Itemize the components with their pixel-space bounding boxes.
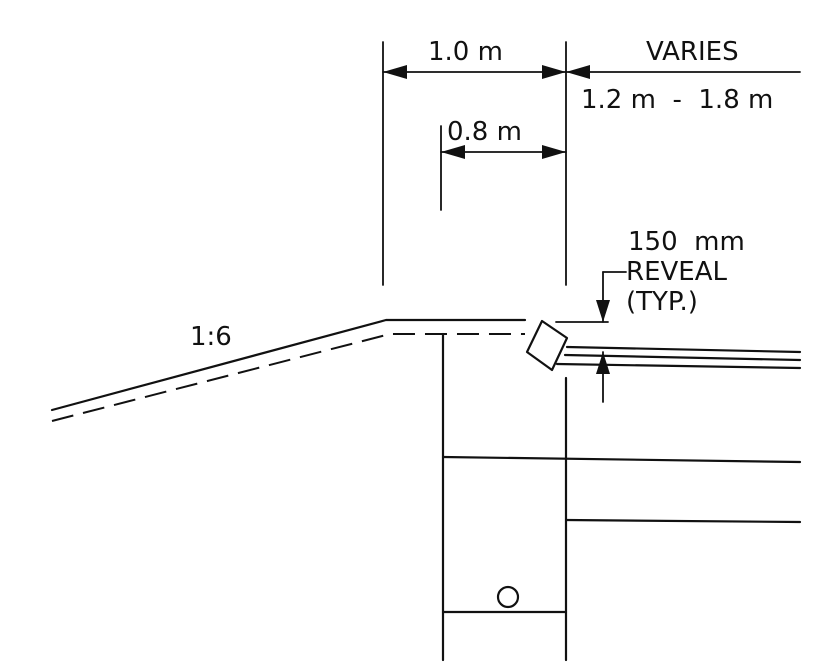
label-varies: VARIES [646, 37, 739, 67]
beam-line-lower [564, 518, 802, 524]
label-150mm: 150 mm [628, 227, 745, 257]
arrow-left-icon [383, 65, 407, 79]
label-0-8m: 0.8 m [447, 117, 522, 147]
reveal-arrow-up-icon [596, 352, 610, 374]
subgrade-dashed-line [51, 333, 525, 422]
drain-pipe-icon [496, 585, 520, 609]
finished-grade-line [50, 318, 527, 412]
pavement-line-2 [563, 353, 802, 362]
pavement-line-3 [555, 362, 802, 370]
arrow-inner-right-icon [542, 145, 566, 159]
arrow-varies-icon [566, 65, 590, 79]
label-slope: 1:6 [190, 322, 232, 352]
curb-block [525, 319, 569, 372]
reveal-arrow-down-icon [596, 300, 610, 322]
label-typ: (TYP.) [626, 287, 698, 317]
label-varies-range: 1.2 m - 1.8 m [581, 85, 773, 115]
arrow-right-icon [542, 65, 566, 79]
beam-line-upper [441, 455, 802, 464]
dimension-1-0m: 1.0 m [382, 37, 567, 286]
label-reveal: REVEAL [626, 257, 727, 287]
dimension-varies: VARIES 1.2 m - 1.8 m [565, 37, 801, 115]
label-1-0m: 1.0 m [428, 37, 503, 67]
arrow-inner-left-icon [441, 145, 465, 159]
sidewalk-slope: 1:6 [50, 318, 527, 422]
dimension-0-8m: 0.8 m [440, 117, 567, 211]
reveal-note: 150 mm REVEAL (TYP.) [555, 227, 745, 403]
structure-below [441, 332, 802, 662]
curb [525, 319, 802, 372]
pavement-line-1 [565, 345, 802, 354]
